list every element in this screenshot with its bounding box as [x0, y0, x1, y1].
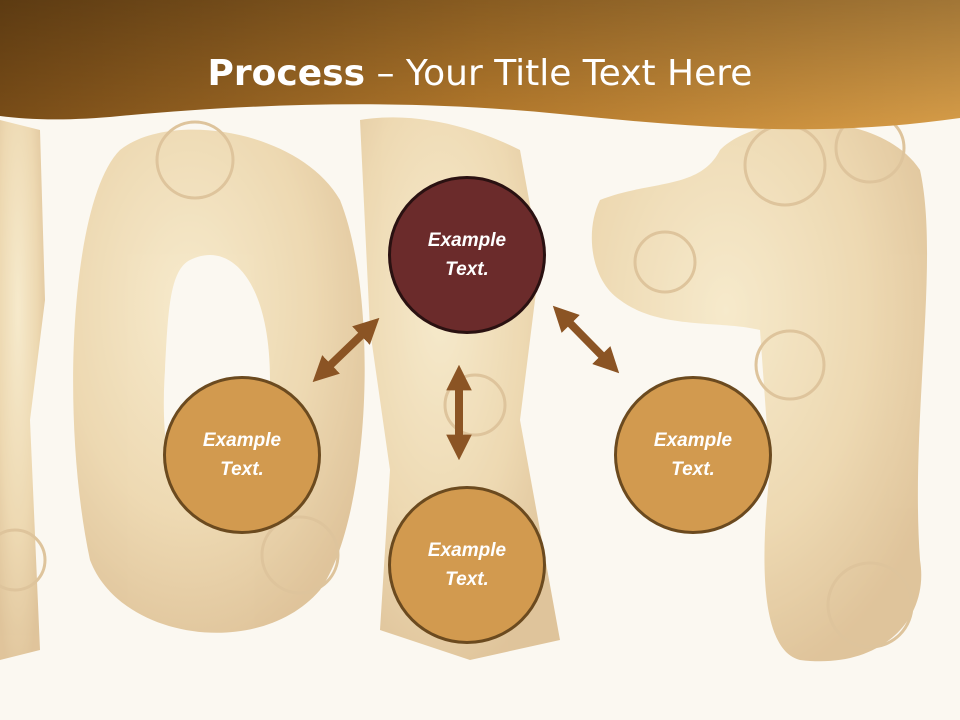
- right-node-label: Example Text.: [653, 430, 733, 480]
- title-bold: Process: [207, 53, 366, 94]
- right-node: Example Text.: [614, 376, 772, 534]
- bottom-node-label: Example Text.: [427, 540, 507, 590]
- header-banner: [0, 0, 960, 130]
- slide-title: Process – Your Title Text Here: [0, 48, 960, 100]
- title-rest: – Your Title Text Here: [365, 53, 753, 94]
- center-node-label: Example Text.: [427, 230, 507, 280]
- left-node-label: Example Text.: [202, 430, 282, 480]
- bottom-node: Example Text.: [388, 486, 546, 644]
- center-node: Example Text.: [388, 176, 546, 334]
- left-node: Example Text.: [163, 376, 321, 534]
